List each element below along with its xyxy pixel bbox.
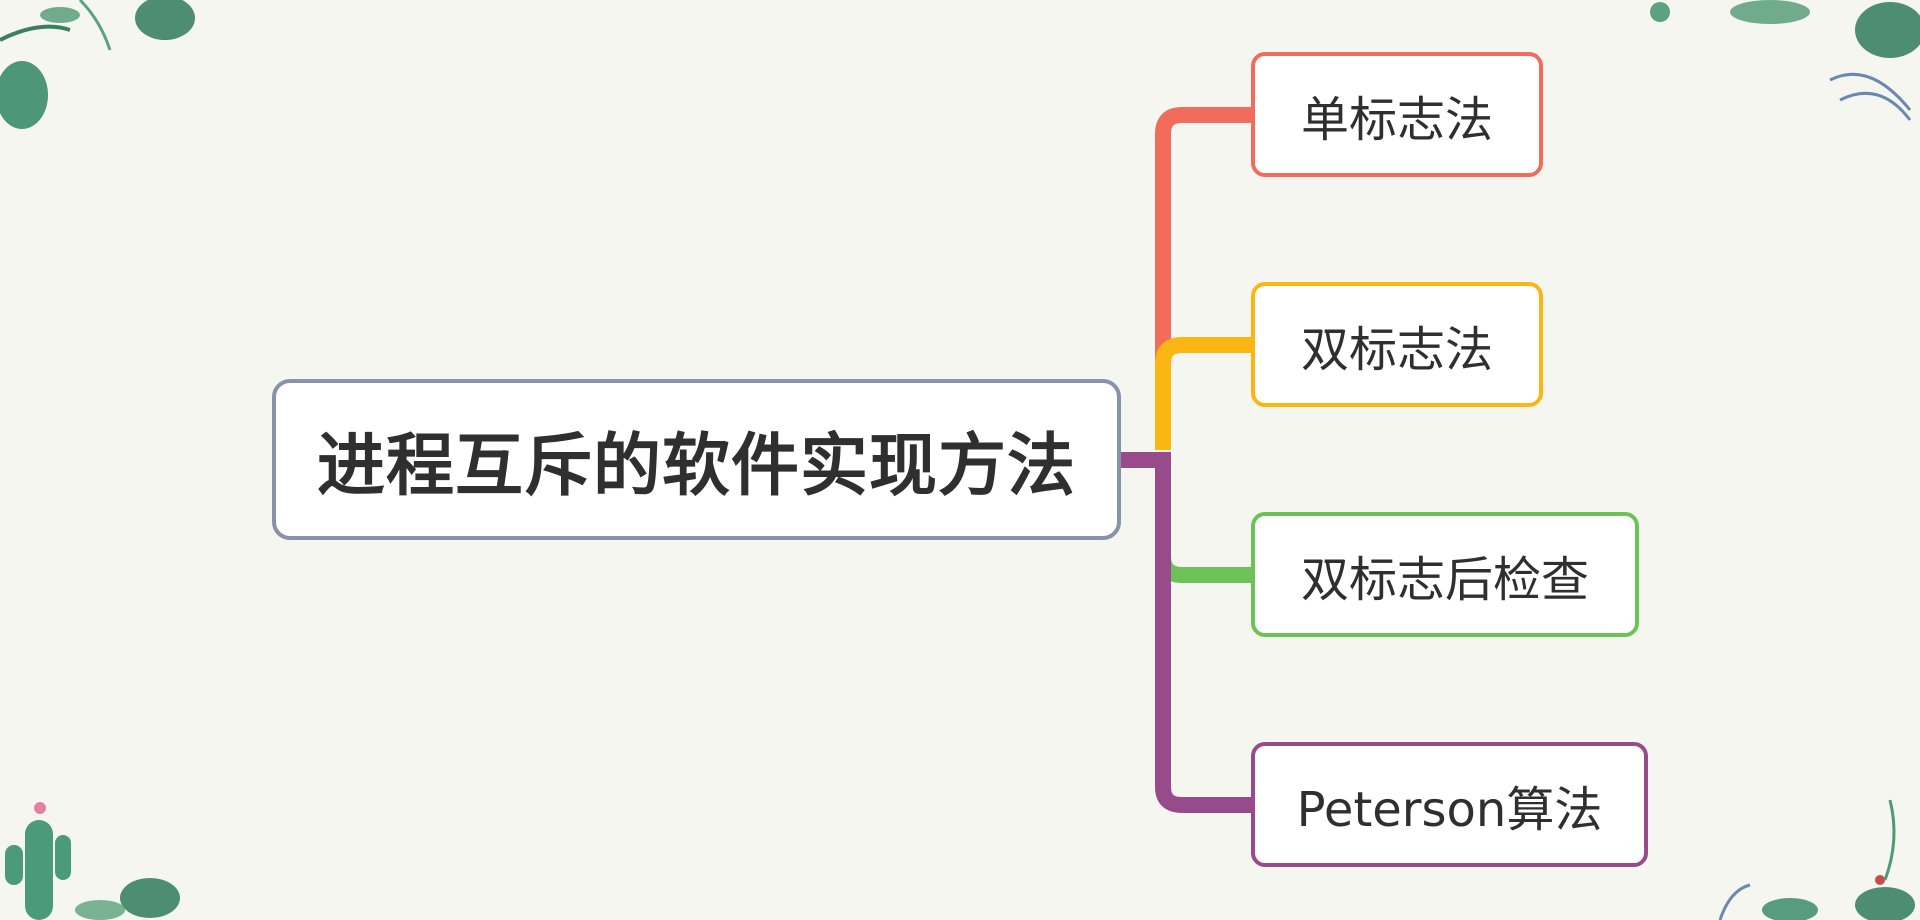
branch-node-2-label: 双标志法	[1300, 321, 1493, 378]
branch-node-1[interactable]: 单标志法	[1251, 52, 1543, 177]
connector-branch-1	[1155, 107, 1251, 450]
root-node[interactable]: 进程互斥的软件实现方法	[272, 379, 1121, 540]
root-node-label: 进程互斥的软件实现方法	[316, 427, 1076, 506]
leaf-top-left-decoration	[0, 0, 195, 129]
connector-branch-3	[1155, 460, 1251, 583]
branch-node-3[interactable]: 双标志后检查	[1251, 512, 1639, 637]
leaf-bottom-right-decoration	[1718, 799, 1915, 920]
branch-node-4-label: Peterson算法	[1296, 781, 1603, 838]
branch-node-4[interactable]: Peterson算法	[1251, 742, 1648, 867]
connector-branch-4	[1121, 452, 1251, 813]
branch-node-2[interactable]: 双标志法	[1251, 282, 1543, 407]
connector-branch-2	[1155, 337, 1251, 450]
leaf-top-right-decoration	[1650, 0, 1920, 121]
branch-node-3-label: 双标志后检查	[1300, 551, 1589, 608]
cactus-bottom-left-decoration	[5, 802, 180, 920]
branch-node-1-label: 单标志法	[1300, 91, 1493, 148]
